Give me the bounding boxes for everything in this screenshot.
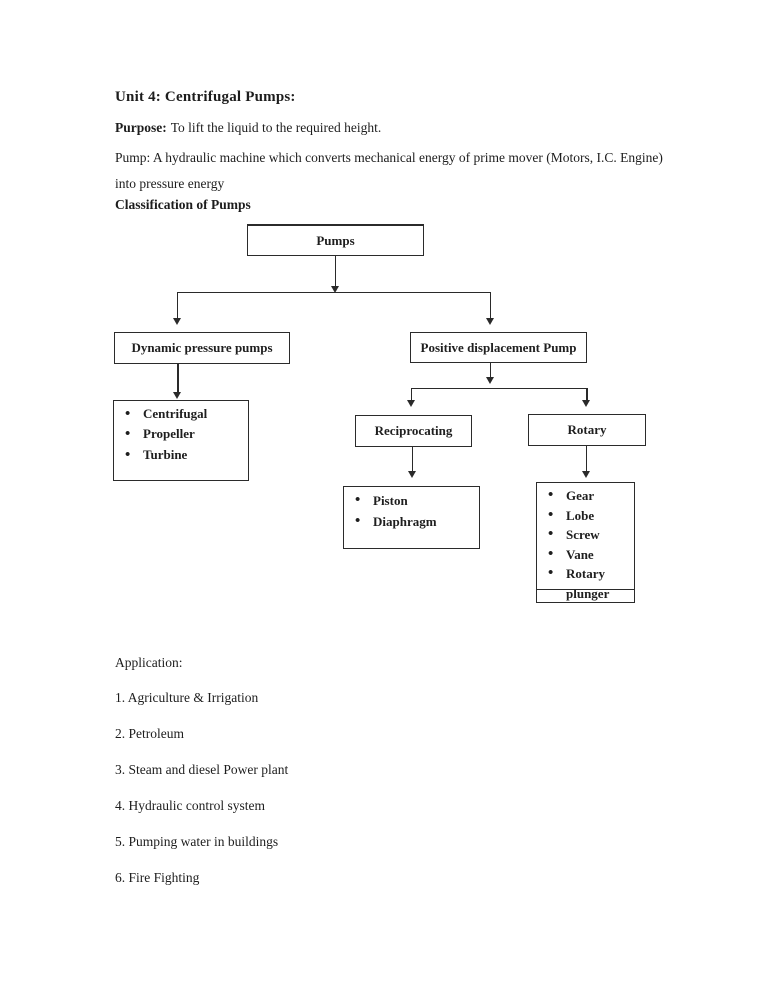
page-title: Unit 4: Centrifugal Pumps: [115, 89, 296, 105]
connector-line [176, 292, 178, 318]
arrowhead-down-icon [485, 376, 494, 384]
arrowhead-down-icon [331, 285, 339, 293]
connector-line [585, 446, 587, 471]
list-item: Propeller [114, 424, 248, 445]
application-item: 2. Petroleum [115, 726, 184, 741]
arrowhead-down-icon [172, 318, 181, 325]
purpose-text: To lift the liquid to the required heigh… [170, 120, 382, 135]
application-heading: Application: [115, 655, 183, 670]
application-item: 1. Agriculture & Irrigation [115, 690, 259, 705]
arrowhead-down-icon [485, 318, 494, 325]
list-item: Turbine [114, 445, 248, 466]
pumps-label: Pumps [316, 232, 355, 248]
arrowhead-down-icon [173, 392, 182, 399]
list-item: Diaphragm [344, 511, 479, 532]
flowchart-box-rotary: Rotary [528, 414, 646, 446]
arrowhead-down-icon [581, 471, 590, 478]
list-item: Vane [537, 545, 634, 565]
connector-line [410, 387, 588, 389]
list-item: Lobe [537, 506, 634, 526]
list-item: Rotary plunger [537, 564, 634, 603]
flowchart-list-reciprocating-types: Piston Diaphragm [343, 486, 480, 549]
connector-line [411, 447, 414, 471]
purpose-line: Purpose:To lift the liquid to the requir… [115, 120, 381, 136]
list-item: Centrifugal [114, 404, 248, 425]
connector-line [489, 363, 491, 377]
arrowhead-down-icon [407, 471, 416, 478]
connector-line [177, 364, 179, 392]
connector-line [334, 256, 337, 286]
dynamic-pressure-pumps-label: Dynamic pressure pumps [131, 340, 273, 355]
list-item: Piston [344, 490, 479, 511]
list-item: Gear [537, 486, 634, 506]
reciprocating-label: Reciprocating [374, 423, 453, 438]
connector-line [489, 292, 491, 318]
purpose-label: Purpose: [115, 120, 167, 135]
pump-definition: Pump: A hydraulic machine which converts… [115, 150, 663, 191]
application-item: 4. Hydraulic control system [115, 798, 265, 813]
arrowhead-down-icon [582, 399, 591, 407]
positive-displacement-pump-label: Positive displacement Pump [420, 339, 577, 355]
flowchart-list-rotary-types: Gear Lobe Screw Vane Rotary plunger [536, 482, 635, 603]
flowchart-list-dynamic-types: Centrifugal Propeller Turbine [113, 400, 249, 481]
application-item: 3. Steam and diesel Power plant [115, 762, 289, 777]
flowchart-box-dynamic-pressure-pumps: Dynamic pressure pumps [114, 332, 290, 364]
flowchart-box-pumps: Pumps [247, 224, 424, 256]
application-item: 5. Pumping water in buildings [115, 834, 279, 849]
connector-line [536, 589, 635, 591]
rotary-label: Rotary [567, 422, 607, 437]
connector-line [410, 388, 412, 400]
flowchart-box-reciprocating: Reciprocating [355, 415, 472, 447]
application-item: 6. Fire Fighting [115, 870, 200, 885]
arrowhead-down-icon [406, 399, 415, 407]
list-item: Screw [537, 525, 634, 545]
connector-line [176, 291, 491, 293]
classification-heading: Classification of Pumps [115, 197, 251, 212]
connector-line [586, 388, 588, 400]
flowchart-box-positive-displacement-pump: Positive displacement Pump [410, 332, 587, 363]
